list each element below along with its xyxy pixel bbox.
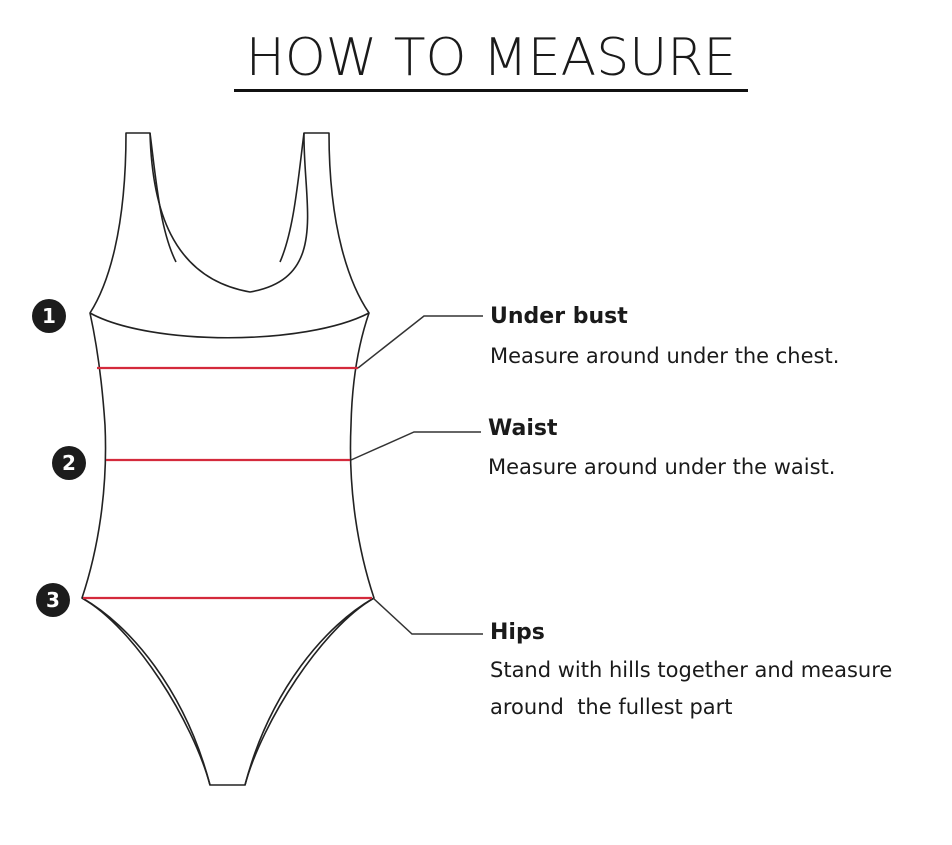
step-3-badge: 3 — [36, 583, 70, 617]
underbust-leader-line — [357, 315, 483, 369]
hips-description: Stand with hills together and measure ar… — [490, 658, 893, 719]
waist-description: Measure around under the waist. — [488, 455, 836, 479]
step-2-badge: 2 — [52, 446, 86, 480]
bust-seam — [89, 312, 370, 339]
underbust-label: Under bust — [490, 304, 628, 329]
step-1-badge: 1 — [32, 299, 66, 333]
left-strap-edge — [149, 132, 177, 263]
right-leg-curve — [244, 597, 375, 786]
page-title: HOW TO MEASURE — [245, 28, 737, 88]
left-leg-curve — [81, 597, 211, 786]
waist-label: Waist — [488, 416, 558, 441]
underbust-description: Measure around under the chest. — [490, 344, 840, 368]
hips-label: Hips — [490, 620, 545, 645]
title-underline — [234, 89, 748, 92]
waist-leader-line — [350, 431, 481, 461]
hips-leader-line — [372, 597, 483, 635]
right-strap-edge — [279, 132, 305, 263]
swimsuit-outline — [81, 132, 375, 786]
